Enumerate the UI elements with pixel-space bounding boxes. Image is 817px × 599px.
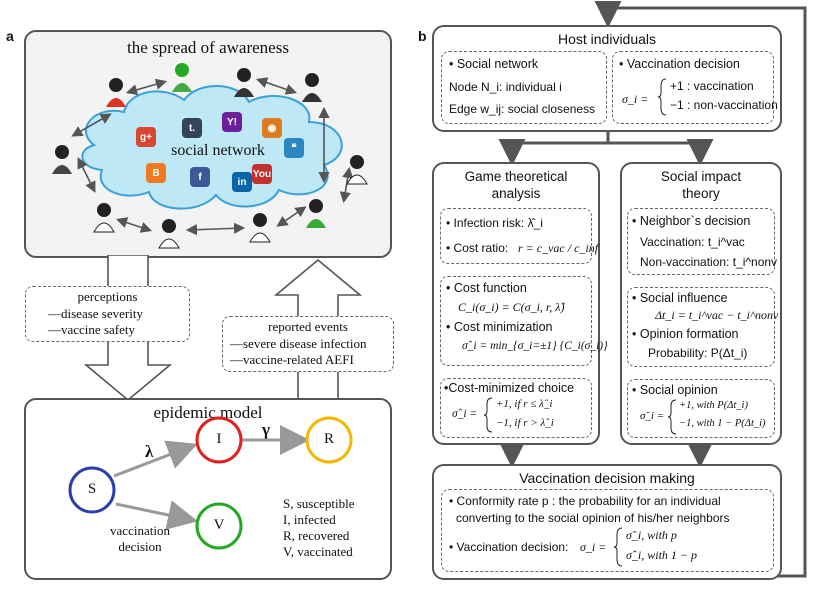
perceptions-item-1: —disease severity (48, 306, 143, 321)
vd-final-case2: σ̂_i, with 1 − p (626, 548, 698, 562)
probability-text: Probability: P(Δt_i) (648, 346, 748, 360)
neighbor-nonvac: Non-vaccination: t_i^nonv (640, 255, 778, 269)
opinion-formation-title: • Opinion formation (632, 327, 739, 341)
vd-host-brace (658, 78, 667, 116)
legend-r: R, recovered (283, 528, 350, 543)
blogger-icon: B (146, 163, 166, 183)
vd-final-lhs: σ_i = (580, 540, 607, 554)
perceptions-item-2: —vaccine safety (48, 322, 135, 337)
host-individuals-title: Host individuals (557, 31, 657, 47)
chat-icon: ❝ (284, 138, 304, 158)
perceptions-box (25, 286, 190, 342)
neighbor-vac: Vaccination: t_i^vac (640, 235, 745, 249)
s-to-i-arrow (113, 440, 198, 478)
choice-lhs: σ̂_i = (452, 408, 478, 420)
tumblr-icon: t. (182, 118, 202, 138)
node-s (68, 466, 116, 514)
node-v-label: V (213, 517, 225, 533)
vd-host-lhs: σ_i = (622, 92, 649, 106)
linkedin-icon: in (232, 172, 252, 192)
social-opinion-box (627, 379, 775, 438)
google-plus-icon: g+ (136, 127, 156, 147)
vd-final-brace (614, 527, 623, 567)
legend-i: I, infected (283, 512, 336, 527)
perceptions-title: perceptions (77, 289, 138, 304)
decision-detail-box (441, 489, 774, 572)
social-network-title: • Social network (449, 57, 539, 71)
cost-minimization-title: • Cost minimization (446, 320, 553, 334)
opinion-brace (668, 399, 677, 435)
infection-risk: • Infection risk: λ̂_i (446, 216, 543, 230)
facebook-icon: f (190, 167, 210, 187)
reported-events-box (222, 316, 394, 372)
lambda-label: λ (145, 442, 154, 461)
vaccination-decision-label: • Vaccination decision: (449, 540, 569, 554)
social-network-node: Node N_i: individual i (449, 80, 562, 94)
vd-host-case1: +1 : vaccination (670, 79, 754, 93)
social-influence-box (627, 287, 775, 367)
neighbor-decision-box (627, 208, 775, 275)
node-s-label: S (87, 481, 97, 497)
sirv-diagram (68, 416, 353, 550)
social-impact-title-2: theory (682, 186, 720, 201)
social-network-edge: Edge w_ij: social closeness (449, 102, 596, 116)
legend-v: V, vaccinated (283, 544, 353, 559)
neighbor-decision-title: • Neighbor`s decision (632, 214, 751, 228)
game-theory-title-1: Game theoretical (464, 169, 568, 184)
node-r-label: R (323, 431, 334, 447)
reported-item-1: —severe disease infection (230, 336, 367, 351)
yahoo-icon: Y! (222, 112, 242, 132)
social-opinion-title: • Social opinion (632, 383, 718, 397)
rss-icon: ◉ (262, 118, 282, 138)
game-theory-title-2: analysis (491, 186, 541, 201)
person-icons (52, 63, 368, 249)
legend-s: S, susceptible (283, 496, 355, 511)
cloud-label: social network (171, 142, 265, 159)
cost-ratio-label: • Cost ratio: (446, 241, 509, 255)
panel-a-label: a (6, 28, 14, 44)
cost-function-box (440, 276, 592, 366)
social-influence-title: • Social influence (632, 291, 728, 305)
node-i-label: I (216, 431, 222, 447)
epidemic-model-title: epidemic model (153, 403, 263, 422)
youtube-icon: You (252, 164, 272, 184)
gamma-label: γ (262, 420, 270, 439)
panel-b-label: b (418, 28, 427, 44)
s-to-v-arrow (115, 500, 198, 530)
node-v (195, 502, 243, 550)
cost-minimized-choice-title: •Cost-minimized choice (444, 381, 575, 395)
opinion-lhs: σ̃_i = (640, 410, 665, 422)
vd-final-case1: σ̃_i, with p (626, 528, 677, 542)
vaccination-decision-box (612, 51, 774, 124)
cost-minimized-choice-box (440, 378, 592, 438)
cost-ratio-formula: r = c_vac / c_inf (518, 241, 599, 255)
opinion-case1: +1, with P(Δt_i) (679, 400, 748, 411)
conformity-line-1: • Conformity rate p : the probability fo… (449, 494, 721, 508)
reported-item-2: —vaccine-related AEFI (230, 352, 354, 367)
cost-function-title: • Cost function (446, 281, 527, 295)
infection-risk-box (440, 208, 592, 264)
social-network-box (441, 51, 607, 124)
social-impact-title-1: Social impact (660, 169, 742, 184)
cost-function-formula: C_i(σ_i) = C(σ_i, r, λ̂) (458, 300, 565, 314)
awareness-title: the spread of awareness (127, 38, 289, 57)
node-r (305, 416, 353, 464)
choice-case1: +1, if r ≤ λ̂_i (496, 398, 553, 410)
vaccination-decision-label-2: decision (118, 539, 162, 554)
choice-brace (484, 397, 493, 433)
opinion-case2: −1, with 1 − P(Δt_i) (679, 418, 766, 429)
node-i (195, 416, 243, 464)
reported-events-title: reported events (268, 319, 348, 334)
vaccination-decision-label-1: vaccination (110, 523, 170, 538)
cost-minimization-formula: σ̂_i = min_{σ_i=±1} {C_i(σ_i)} (462, 340, 608, 352)
conformity-line-2: converting to the social opinion of his/… (456, 511, 730, 525)
social-influence-formula: Δt_i = t_i^vac − t_i^nonv (655, 308, 779, 322)
vaccination-decision-title: • Vaccination decision (619, 57, 740, 71)
vaccination-decision-making-title: Vaccination decision making (519, 470, 695, 486)
vd-host-case2: −1 : non-vaccination (670, 98, 778, 112)
choice-case2: −1, if r > λ̂_i (496, 417, 554, 429)
